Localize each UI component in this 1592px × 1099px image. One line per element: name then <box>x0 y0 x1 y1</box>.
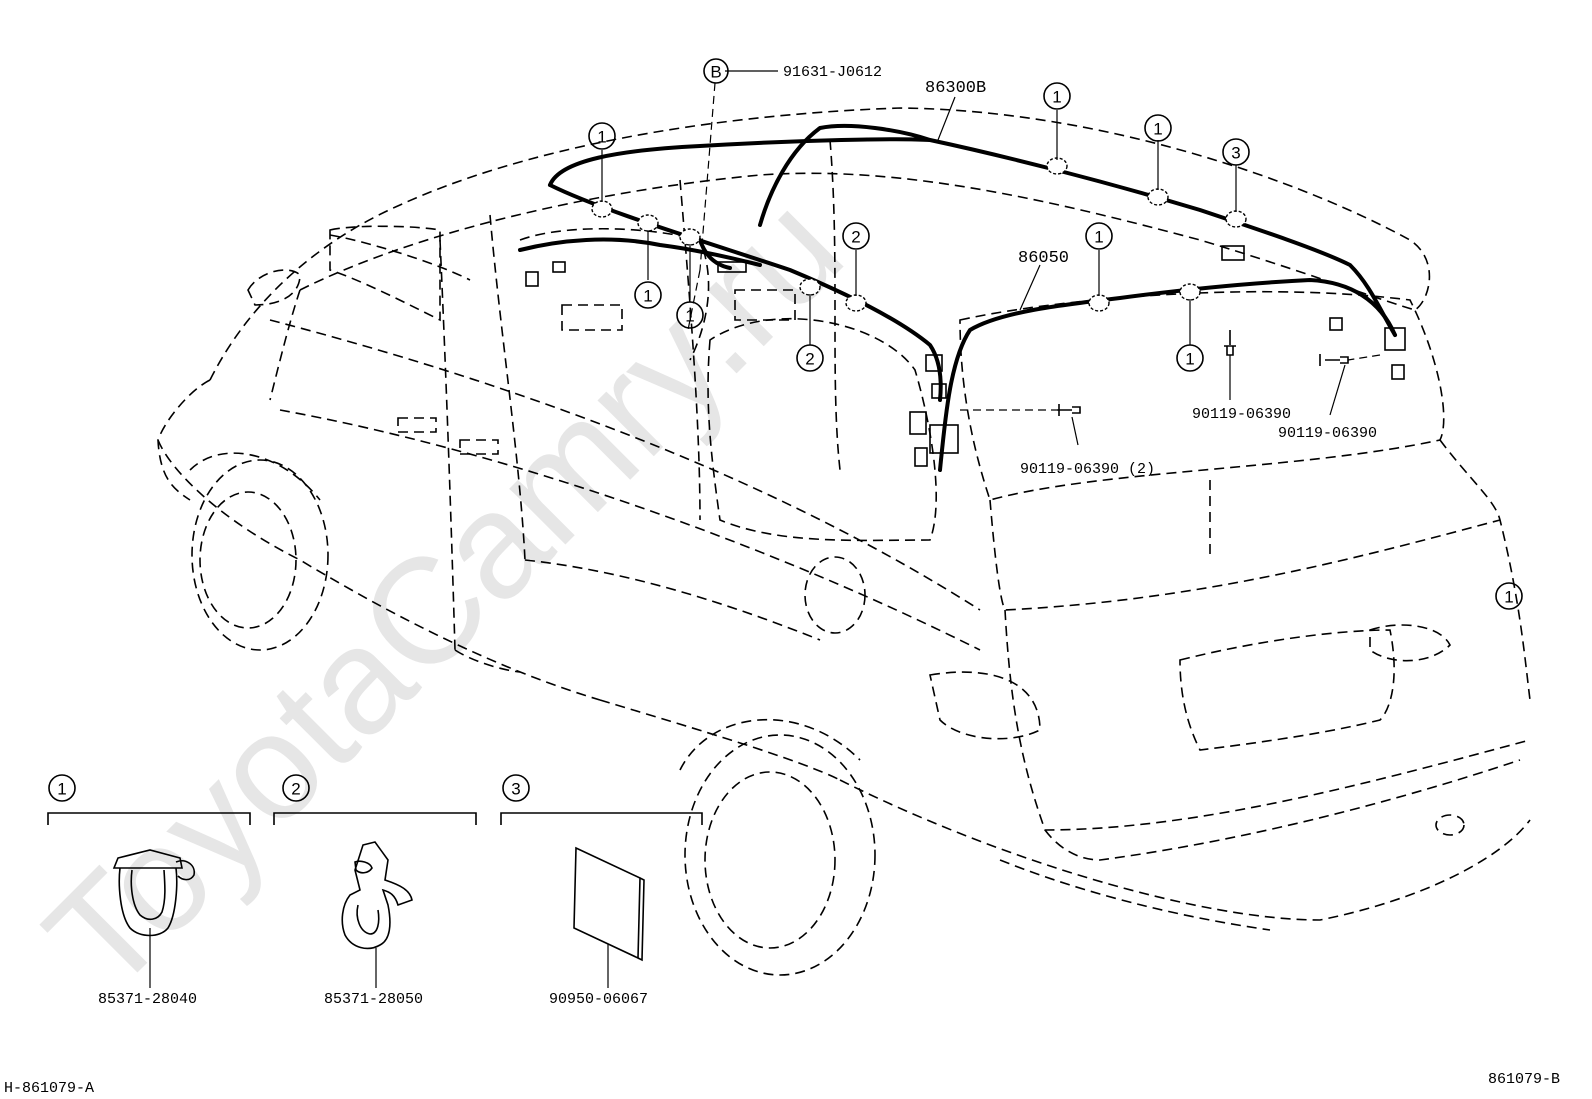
part-label-90119-06390-b: 90119-06390 <box>1278 425 1377 442</box>
harness-clip-markers <box>591 157 1247 312</box>
clip-icon <box>341 841 413 950</box>
diagram-id-right: 861079-B <box>1488 1071 1560 1088</box>
svg-text:1: 1 <box>597 128 606 147</box>
callout-1-roof-rear: 1 <box>1144 114 1172 142</box>
callout-1-dash-a: 1 <box>634 281 662 309</box>
svg-text:1: 1 <box>1052 88 1061 107</box>
svg-text:2: 2 <box>851 228 860 247</box>
legend: 1 85371-28040 2 85371-28050 <box>47 774 703 1008</box>
wire-harness-86300B <box>518 123 1397 402</box>
watermark: ToyotaCamry.ru <box>14 163 873 1022</box>
callout-2-pillar-bottom: 2 <box>796 344 824 372</box>
screw-icons <box>1057 330 1349 416</box>
legend-item-1: 1 85371-28040 <box>47 774 251 1008</box>
cushion-pad-icon <box>573 846 645 962</box>
part-label-91631-J0612: 91631-J0612 <box>783 64 882 81</box>
legend-part-85371-28050: 85371-28050 <box>324 991 423 1008</box>
svg-text:2: 2 <box>805 350 814 369</box>
leader-lines <box>601 70 1381 446</box>
svg-text:3: 3 <box>511 780 520 799</box>
legend-part-85371-28040: 85371-28040 <box>98 991 197 1008</box>
part-label-90119-06390-center: 90119-06390 (2) <box>1020 461 1155 478</box>
svg-text:1: 1 <box>1094 228 1103 247</box>
svg-text:1: 1 <box>685 307 694 326</box>
legend-item-3: 3 90950-06067 <box>500 774 703 1008</box>
diagram-id-left: H-861079-A <box>4 1080 94 1097</box>
callout-1-roof-front: 1 <box>588 122 616 150</box>
svg-text:2: 2 <box>291 780 300 799</box>
van-body-outline <box>157 107 1531 976</box>
callout-2-pillar-top: 2 <box>842 222 870 250</box>
svg-text:1: 1 <box>1504 588 1513 607</box>
wire-harness-86050 <box>938 278 1397 472</box>
callout-1-rear-body: 1 <box>1495 582 1523 610</box>
callout-3-roof: 3 <box>1222 138 1250 166</box>
svg-text:B: B <box>710 63 721 82</box>
part-label-90119-06390-a: 90119-06390 <box>1192 406 1291 423</box>
svg-text:1: 1 <box>1185 350 1194 369</box>
callout-1-rear-lower: 1 <box>1176 344 1204 372</box>
part-label-86300B: 86300B <box>925 79 986 98</box>
part-labels: 91631-J0612 86300B 86050 90119-06390 (2)… <box>783 64 1377 478</box>
callout-1-roof-mid: 1 <box>1043 82 1071 110</box>
svg-text:1: 1 <box>1153 120 1162 139</box>
callout-1-dash-b: 1 <box>676 301 704 329</box>
callout-1-rear-upper: 1 <box>1085 222 1113 250</box>
part-label-86050: 86050 <box>1018 249 1069 268</box>
connectors <box>525 245 1406 467</box>
legend-part-90950-06067: 90950-06067 <box>549 991 648 1008</box>
callout-b-marker: B <box>703 58 729 84</box>
svg-text:1: 1 <box>57 780 66 799</box>
svg-text:3: 3 <box>1231 144 1240 163</box>
legend-item-2: 2 85371-28050 <box>273 774 477 1008</box>
callouts: 1 1 1 1 1 3 2 2 <box>588 58 1523 610</box>
svg-text:1: 1 <box>643 287 652 306</box>
